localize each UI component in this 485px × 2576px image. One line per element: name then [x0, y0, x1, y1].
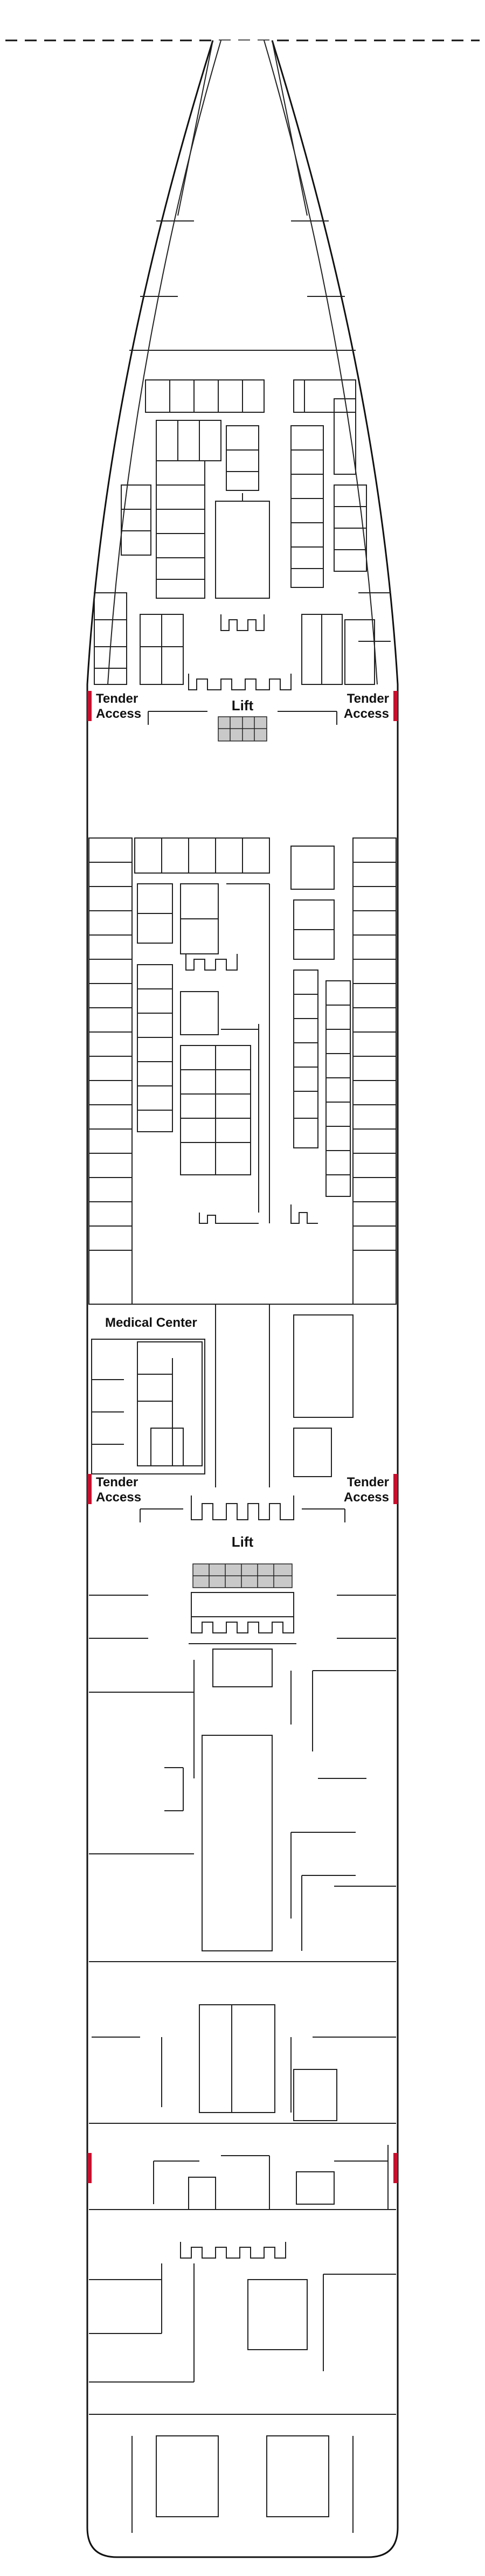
tender-access-label-right-upper-line1: Tender [347, 691, 389, 706]
tender-access-label-right-lower-line2: Access [344, 1490, 389, 1505]
tender-access-marker-left-upper [87, 691, 92, 721]
lift-stairs-upper [218, 716, 267, 742]
hull-inner-right [264, 40, 378, 685]
tender-access-marker-right-lower [393, 1474, 398, 1504]
hull-inner-left [107, 40, 221, 685]
tender-access-label-right-lower-line1: Tender [347, 1475, 389, 1490]
tender-access-marker-right-upper [393, 691, 398, 721]
hull-outline [86, 40, 399, 2558]
hull-inner-right-2 [272, 40, 308, 216]
tender-access-marker-left-lower [87, 1474, 92, 1504]
red-marker-left-aft [87, 2153, 92, 2183]
tender-access-label-left-lower-line2: Access [96, 1490, 141, 1505]
lift-stairs-lower [192, 1563, 293, 1588]
aft-areas [89, 1595, 396, 2533]
midship-cabins [88, 837, 397, 1305]
lift-label-upper: Lift [232, 697, 254, 714]
medical-center-area [91, 1304, 354, 1633]
hull-inner-left-2 [177, 40, 213, 216]
lift-label-lower: Lift [232, 1534, 254, 1550]
tender-access-label-left-lower-line1: Tender [96, 1475, 138, 1490]
tender-access-label-left-upper-line1: Tender [96, 691, 138, 706]
medical-center-label: Medical Center [105, 1315, 197, 1330]
red-marker-right-aft [393, 2153, 398, 2183]
bow-cabins [94, 220, 391, 725]
tender-access-label-right-upper-line2: Access [344, 707, 389, 721]
tender-access-label-left-upper-line2: Access [96, 707, 141, 721]
